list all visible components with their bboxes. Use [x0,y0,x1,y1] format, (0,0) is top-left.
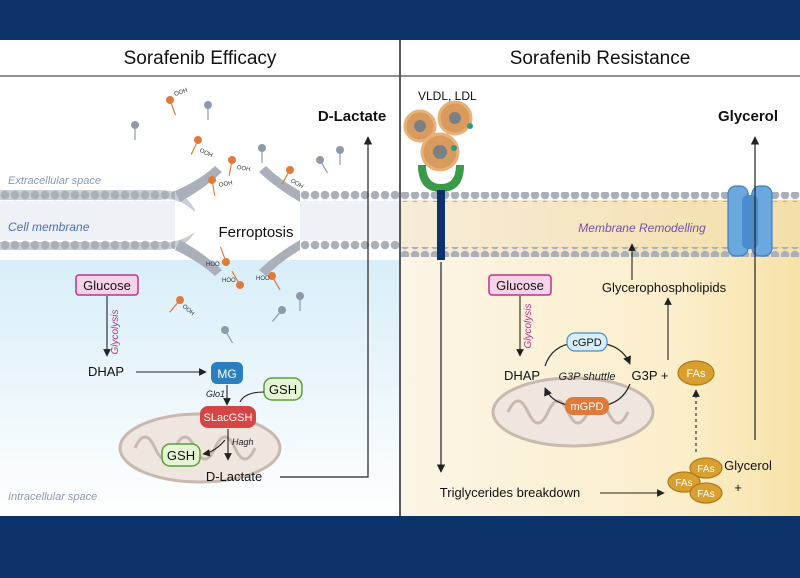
mgpd-label: mGPD [571,401,604,413]
glucose-label-right: Glucose [496,278,544,293]
cgpd-node [566,332,608,352]
d-lactate-export-arrow [280,136,373,478]
dhap-label-right: DHAP [504,368,540,383]
glo1-label: Glo1 [206,389,225,399]
hagh-label: Hagh [232,437,254,447]
left-panel: Sorafenib Efficacy Extracellular space C… [0,40,399,516]
glycerol-out-label: Glycerol [718,108,778,125]
glycerol-in-label: Glycerol [724,458,772,473]
dhap-label-left: DHAP [88,364,124,379]
intracellular-label: Intracellular space [8,491,97,503]
mg-label: MG [217,367,236,381]
ooh-label-3: OOH [236,165,251,173]
membrane-remodelling-label: Membrane Remodelling [578,221,706,235]
hoo-label-1: HOO [206,262,220,268]
ooh-label-4: OOH [219,181,234,189]
g3p-shuttle-label: G3P shuttle [558,371,615,383]
left-membrane [0,166,399,276]
slacgsh-label: SLacGSH [204,412,253,424]
lipoprotein-particles [403,100,473,172]
ooh-label-1: OOH [174,88,189,98]
right-panel-title: Sorafenib Resistance [510,48,691,69]
fas-cluster-label-3: FAs [697,489,714,500]
fas-cluster-label-1: FAs [697,464,714,475]
vldl-ldl-label: VLDL, LDL [418,89,477,103]
hoo-label-2: HOO [222,278,236,284]
mgpd-node [565,397,609,415]
left-title-bar [0,40,399,76]
g3p-label: G3P + [632,368,669,383]
ferroptosis-label: Ferroptosis [218,224,293,241]
plus-label: + [734,480,742,495]
gsh-label-1: GSH [269,382,297,397]
cgpd-label: cGPD [572,337,601,349]
glycolysis-label-right: Glycolysis [523,303,534,348]
right-panel: Sorafenib Resistance VLDL, LDL [401,40,800,516]
glycerol-channel [727,185,773,257]
triglycerides-label: Triglycerides breakdown [440,485,580,500]
cell-membrane-label: Cell membrane [8,220,90,234]
d-lactate-out-label: D-Lactate [318,108,386,125]
d-lactate-in-label: D-Lactate [206,469,262,484]
extracellular-label: Extracellular space [8,175,101,187]
slacgsh-node [200,406,256,428]
glycolysis-label-left: Glycolysis [110,309,121,354]
right-membrane-outer [401,192,800,202]
fas-node [677,360,715,386]
fas-cluster: FAs FAs FAs [667,457,723,504]
left-panel-title: Sorafenib Efficacy [124,48,277,69]
glycerophospholipids-label: Glycerophospholipids [602,280,727,295]
gsh-box-1 [263,377,303,401]
right-membrane-inner [401,247,800,257]
ldl-receptor [418,165,464,260]
right-title-bar [401,40,800,76]
gsh-label-2: GSH [167,448,195,463]
glucose-box-right [488,274,552,296]
fas-label: FAs [687,368,706,380]
ooh-label-2: OOH [198,148,213,159]
fas-cluster-label-2: FAs [675,478,692,489]
hoo-label-3: HOO [256,276,270,282]
mg-node [211,362,243,384]
gsh-box-2 [161,443,201,467]
glucose-box-left [75,274,139,296]
glucose-label-left: Glucose [83,278,131,293]
